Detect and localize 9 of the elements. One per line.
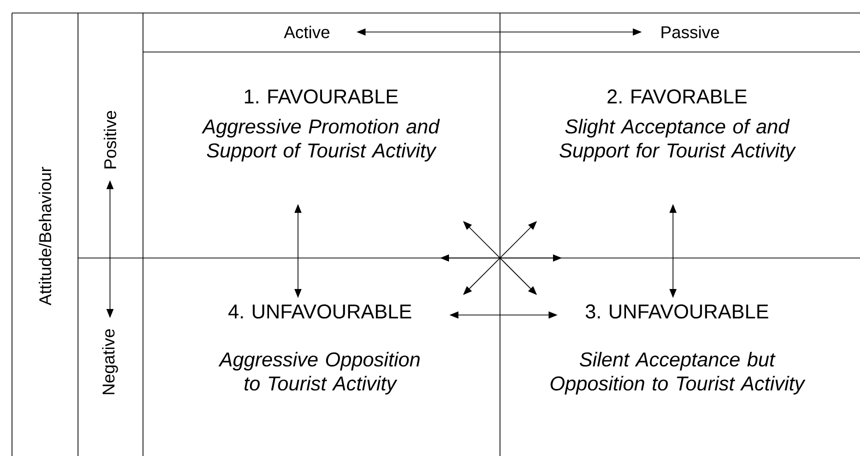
axis-label: Positive — [104, 111, 116, 168]
axis-label: Negative — [102, 329, 118, 394]
quadrant-text: 1. FAVOURABLE Aggressive Promotion and Support of Tourist Activity — [202, 89, 440, 162]
quadrant-text: 2. FAVORABLE Slight Acceptance of and Support for Tourist Activity — [560, 89, 796, 162]
quadrant-text: 4. UNFAVOURABLE Aggressive Opposition to Tourist Activity — [218, 304, 420, 395]
quadrant-text: 3. UNFAVOURABLE Silent Acceptance but Opposition to Tourist Activity — [550, 304, 806, 395]
axis-title: Attitude/Behaviour — [38, 166, 52, 306]
axis-label: Passive — [662, 26, 719, 38]
axis-label: Active — [284, 26, 330, 38]
